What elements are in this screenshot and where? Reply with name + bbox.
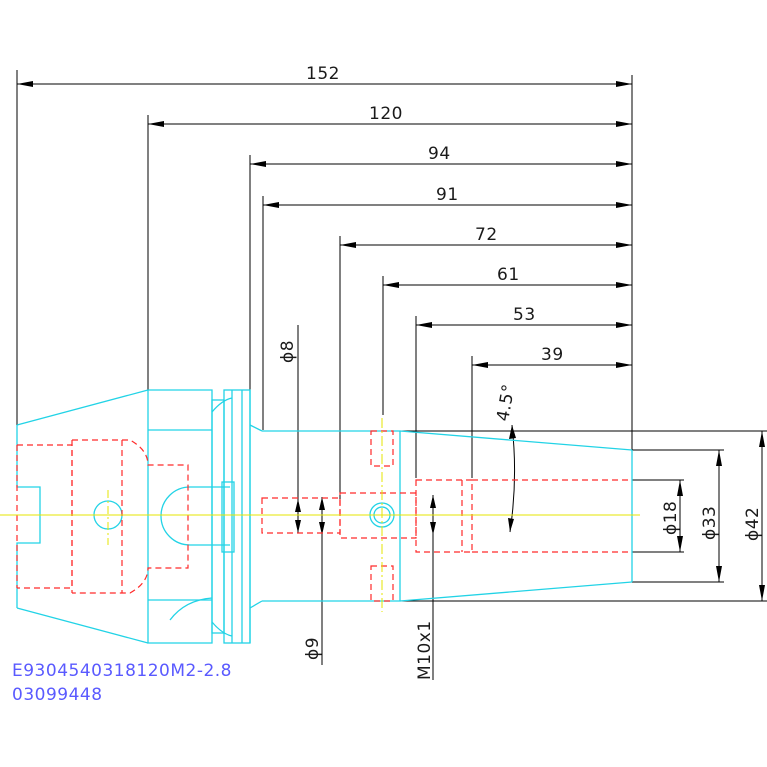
dim-94-label: 94 [428, 144, 451, 164]
phi9-label: ϕ9 [303, 637, 323, 660]
dim-91-label: 91 [436, 185, 459, 205]
centerlines [0, 418, 640, 612]
diameter-labels: ϕ42 ϕ33 ϕ18 ϕ8 ϕ9 M10x1 4.5° [278, 340, 763, 680]
length-labels: 152 120 94 91 72 61 53 39 [306, 64, 564, 365]
dim-39-label: 39 [541, 345, 564, 365]
dim-61-label: 61 [497, 265, 520, 285]
phi42-label: ϕ42 [743, 507, 763, 541]
part-code: E9304540318120M2-2.8 [12, 661, 232, 681]
thread-label: M10x1 [415, 620, 435, 680]
dim-152-label: 152 [306, 64, 340, 84]
part-number: 03099448 [12, 685, 103, 705]
length-dimensions [16, 70, 633, 500]
dim-53-label: 53 [513, 305, 536, 325]
phi18-label: ϕ18 [661, 501, 681, 535]
dim-72-label: 72 [475, 225, 498, 245]
diameter-dimensions [295, 325, 767, 680]
angle-label: 4.5° [493, 382, 519, 422]
phi8-label: ϕ8 [278, 340, 298, 363]
dim-120-label: 120 [369, 104, 403, 124]
phi33-label: ϕ33 [700, 506, 720, 540]
hidden-lines [16, 430, 632, 602]
tool-holder-outline [16, 389, 633, 644]
